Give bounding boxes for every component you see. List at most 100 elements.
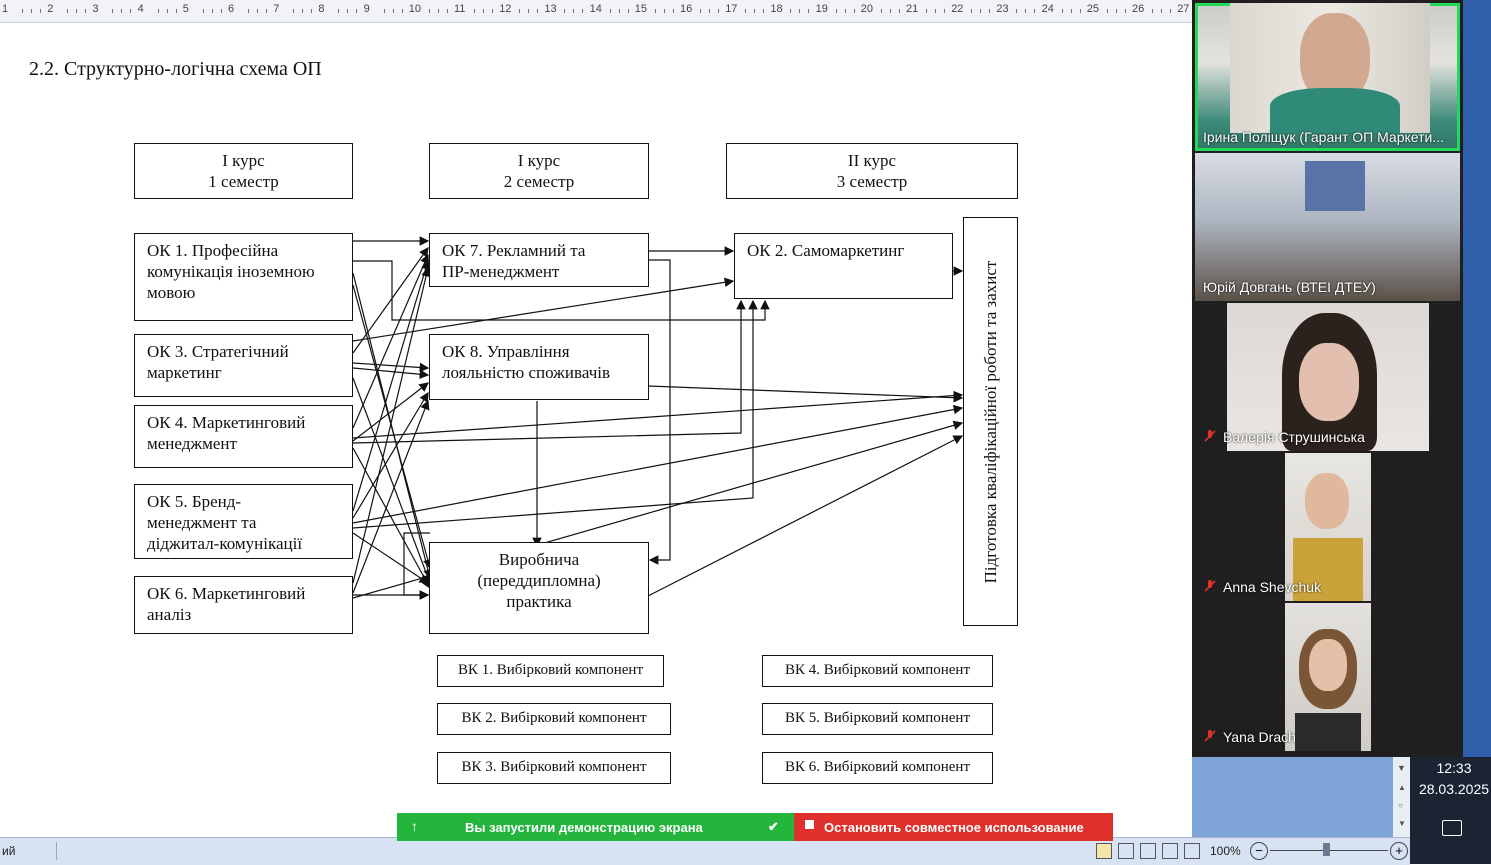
zoom-slider-thumb[interactable] — [1323, 843, 1330, 856]
ruler-tick — [582, 9, 584, 13]
participant-tile[interactable]: Anna Shevchuk — [1195, 453, 1460, 601]
print-layout-icon[interactable] — [1096, 843, 1112, 859]
ruler-number: 22 — [951, 3, 964, 15]
notification-icon[interactable] — [1442, 820, 1462, 836]
ruler-tick — [31, 9, 32, 13]
shield-check-icon: ✔ — [768, 819, 779, 834]
ruler-tick — [1079, 9, 1081, 13]
clock-time: 12:33 — [1436, 760, 1472, 776]
ruler-tick — [537, 9, 539, 13]
participant-name: Yana Drach — [1223, 729, 1296, 745]
ruler-tick — [609, 9, 611, 13]
elective-vk4: ВК 4. Вибірковий компонент — [762, 655, 993, 687]
ruler-tick — [835, 9, 837, 13]
ruler-tick — [446, 9, 448, 13]
ruler-tick — [1152, 9, 1153, 13]
ruler-tick — [1025, 9, 1027, 13]
ruler-tick — [1106, 9, 1108, 13]
ruler-number: 21 — [906, 3, 919, 15]
scroll-down-icon[interactable]: ▼ — [1397, 763, 1406, 773]
ruler-tick — [347, 9, 349, 13]
zoom-in-icon[interactable]: + — [1390, 842, 1408, 860]
browse-object-icon[interactable]: ○ — [1398, 801, 1403, 810]
ruler-tick — [401, 9, 403, 13]
ruler-number: 9 — [363, 3, 370, 15]
course-ok7: ОК 7. Рекламний та ПР-менеджмент — [429, 233, 649, 287]
ruler-number: 13 — [544, 3, 557, 15]
ruler-number: 12 — [499, 3, 512, 15]
clock-date: 28.03.2025 — [1418, 781, 1490, 797]
ruler-tick — [880, 9, 882, 13]
screen-share-status-bar: ↑ Вы запустили демонстрацию экрана ✔ — [397, 813, 794, 841]
draft-view-icon[interactable] — [1184, 843, 1200, 859]
ruler-tick — [1115, 9, 1117, 13]
ruler-tick — [76, 9, 78, 13]
vertical-scrollbar[interactable]: ▼ ▲ ○ ▼ — [1393, 757, 1410, 837]
ruler-number: 1 — [2, 3, 9, 15]
ruler-tick — [248, 9, 249, 13]
ruler-tick — [392, 9, 394, 13]
ruler-tick — [302, 9, 304, 13]
system-tray — [1410, 757, 1491, 864]
ruler-tick — [483, 9, 484, 13]
ruler-tick — [1070, 9, 1072, 13]
ruler-tick — [709, 9, 710, 13]
ruler-tick — [808, 9, 810, 13]
reading-view-icon[interactable] — [1118, 843, 1134, 859]
muted-mic-icon — [1204, 430, 1216, 442]
system-clock[interactable]: 12:33 28.03.2025 — [1414, 758, 1491, 800]
share-arrow-icon: ↑ — [411, 818, 418, 834]
stop-sharing-label: Остановить совместное использование — [824, 820, 1084, 835]
ruler-tick — [356, 9, 358, 13]
ruler-tick — [166, 9, 168, 13]
ruler-tick — [672, 9, 674, 13]
participant-tile[interactable]: Валерія Струшинська — [1195, 303, 1460, 451]
ruler-tick — [437, 9, 439, 13]
ruler-tick — [157, 9, 159, 13]
prev-page-icon[interactable]: ▲ — [1398, 783, 1406, 792]
ruler-tick — [293, 9, 295, 13]
ruler-tick — [618, 9, 620, 13]
stop-sharing-button[interactable]: Остановить совместное использование — [794, 813, 1113, 841]
video-feed — [1285, 453, 1371, 601]
participant-tile[interactable]: Ірина Поліщук (Гарант ОП Маркети... — [1195, 3, 1460, 151]
elective-vk5: ВК 5. Вибірковий компонент — [762, 703, 993, 735]
video-feed — [1285, 603, 1371, 751]
zoom-out-icon[interactable]: − — [1250, 842, 1268, 860]
ruler-number: 25 — [1086, 3, 1100, 15]
participant-name: Юрій Довгань (ВТЕІ ДТЕУ) — [1203, 279, 1376, 295]
outline-view-icon[interactable] — [1162, 843, 1178, 859]
ruler-tick — [528, 9, 530, 13]
ruler-tick — [754, 9, 756, 13]
ruler-number: 19 — [815, 3, 828, 15]
ruler-tick — [564, 9, 566, 13]
ruler-tick — [1034, 9, 1036, 13]
ruler-tick — [971, 9, 973, 13]
ruler-tick — [700, 9, 701, 13]
course-ok1: ОК 1. Професійна комунікація іноземною м… — [134, 233, 353, 321]
ruler-number: 8 — [318, 3, 325, 15]
ruler-number: 5 — [182, 3, 189, 15]
video-feed — [1230, 3, 1430, 133]
video-feed — [1227, 303, 1429, 451]
desktop-background — [1192, 757, 1410, 837]
ruler-number: 14 — [589, 3, 602, 15]
participant-name: Anna Shevchuk — [1223, 579, 1322, 595]
ruler-number: 10 — [408, 3, 422, 15]
elective-vk3: ВК 3. Вибірковий компонент — [437, 752, 671, 784]
ruler-number: 23 — [996, 3, 1009, 15]
participant-tile[interactable]: Yana Drach — [1195, 603, 1460, 751]
participant-name: Валерія Струшинська — [1223, 429, 1365, 445]
participant-tile[interactable]: Юрій Довгань (ВТЕІ ДТЕУ) — [1195, 153, 1460, 301]
thesis-box: Підготовка кваліфікаційної роботи та зах… — [963, 217, 1018, 626]
ruler-tick — [112, 9, 114, 13]
ruler-number: 3 — [92, 3, 99, 15]
ruler-number: 18 — [770, 3, 783, 15]
web-layout-icon[interactable] — [1140, 843, 1156, 859]
ruler-tick — [220, 9, 222, 13]
ruler-number: 11 — [454, 3, 466, 15]
thesis-label: Підготовка кваліфікаційної роботи та зах… — [980, 260, 1000, 583]
next-page-icon[interactable]: ▼ — [1398, 819, 1406, 828]
ruler-number: 17 — [725, 3, 738, 15]
